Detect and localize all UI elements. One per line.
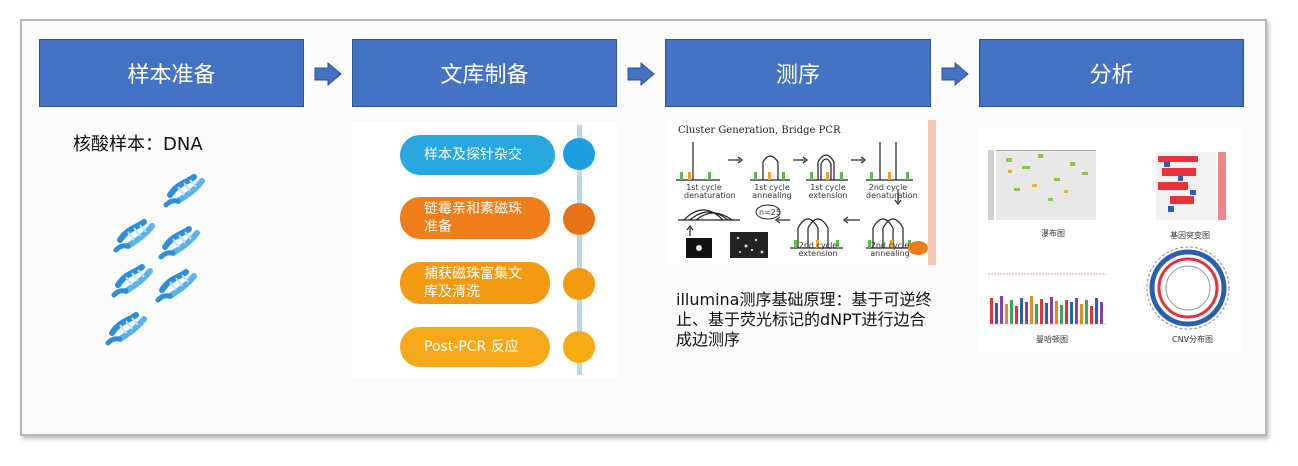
timeline-dot [563,331,595,363]
library-step-1: 样本及探针杂交 [400,135,555,175]
right-arrow-icon [627,62,655,86]
analysis-panel: 瀑布图 基因突变图 曼哈顿图 CNV分布图 [978,128,1243,353]
library-step-4: Post-PCR 反应 [400,327,550,367]
label-1st-extension: 1st cycle extension [808,183,848,200]
step-analysis: 分析 [979,39,1244,107]
caption-waterfall: 瀑布图 [1041,229,1065,238]
dna-helix-icon [100,165,225,355]
figure-title: Cluster Generation, Bridge PCR [678,125,841,136]
caption-mutation: 基因突变图 [1170,231,1210,240]
bridge-pcr-illustration [676,142,928,258]
timeline-dot [563,138,595,170]
right-arrow-icon [941,62,969,86]
library-step-2: 链霉亲和素磁珠准备 [400,197,550,239]
caption-manhattan: 曼哈顿图 [1036,335,1068,344]
label-1st-denaturation: 1st cycle denaturation [684,183,736,200]
sample-type-text: 核酸样本：DNA [73,134,203,155]
timeline-line [577,125,582,375]
label-2nd-annealing: 2nd cycle annealing [870,241,910,258]
analysis-figures [988,150,1230,330]
library-step-3: 捕获磁珠富集文库及清洗 [400,262,550,304]
sequencing-description: illumina测序基础原理：基于可逆终止、基于荧光标记的dNPT进行边合成边测… [676,290,932,349]
step-sample-prep: 样本准备 [39,39,304,107]
right-arrow-icon [314,62,342,86]
step-library-prep: 文库制备 [352,39,617,107]
label-2nd-denaturation: 2nd cycle denaturation [866,183,918,200]
cycle-counter: n=25 [759,208,781,217]
bridge-pcr-figure: Cluster Generation, Bridge PCR [668,120,938,265]
label-2nd-extension: 2nd cycle extension [798,241,838,258]
label-1st-annealing: 1st cycle annealing [752,183,792,200]
caption-cnv: CNV分布图 [1172,335,1214,344]
timeline-dot [563,203,595,235]
step-sequencing: 测序 [665,39,931,107]
timeline-dot [563,268,595,300]
